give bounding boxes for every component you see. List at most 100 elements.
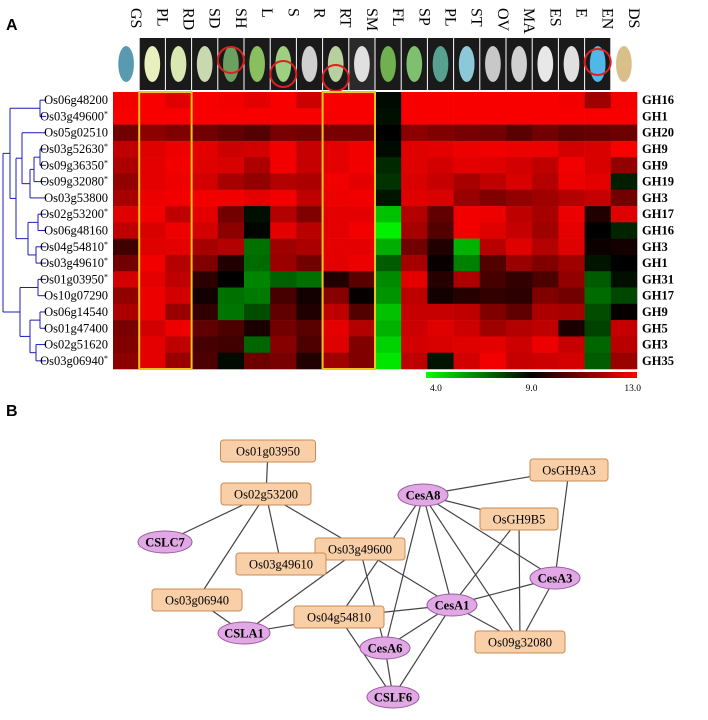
heatmap-cell — [270, 287, 297, 305]
protein-node: CSLC7 — [137, 530, 193, 554]
heatmap-cell — [348, 336, 376, 353]
heatmap-cell — [191, 189, 219, 207]
gene-node: Os04g54810 — [293, 605, 385, 629]
family-label: GH20 — [642, 126, 674, 140]
heatmap-cell — [322, 303, 350, 321]
heatmap-cell — [165, 320, 192, 337]
gene-node: Os02g53200 — [220, 482, 312, 506]
heatmap-cell — [610, 157, 638, 174]
heatmap-cell — [506, 336, 533, 353]
family-label: GH1 — [642, 256, 668, 270]
heatmap-cell — [532, 92, 559, 109]
heatmap-cell — [270, 303, 297, 321]
star-mark: * — [104, 354, 108, 363]
heatmap-cell — [610, 271, 638, 288]
star-mark: * — [104, 272, 108, 281]
heatmap-cell — [244, 352, 271, 370]
heatmap-cell — [401, 352, 428, 370]
network-edge — [422, 494, 521, 643]
gene-label: Os03g49600* — [40, 109, 108, 123]
heatmap-cell — [191, 336, 219, 353]
heatmap-cell — [532, 271, 559, 288]
family-label: GH9 — [642, 305, 668, 319]
heatmap-cell — [296, 189, 323, 207]
heatmap-cell — [532, 206, 559, 223]
red-circle-marker — [583, 48, 612, 76]
heatmap-cell — [453, 124, 481, 142]
gene-node-label: Os09g32080 — [488, 636, 552, 650]
heatmap-cell — [191, 320, 219, 337]
gene-label: Os10g07290 — [44, 289, 108, 303]
heatmap-cell — [270, 92, 297, 109]
heatmap-cell — [427, 271, 454, 288]
heatmap-cell — [113, 206, 140, 223]
heatmap-cell — [427, 287, 454, 305]
heatmap-cell — [558, 108, 585, 125]
network-edge — [554, 469, 570, 579]
heatmap-cell — [270, 238, 297, 256]
heatmap-cell — [479, 303, 507, 321]
gene-node-box — [151, 588, 243, 612]
heatmap-cell — [427, 336, 454, 353]
heatmap-cell — [375, 271, 402, 288]
family-label: GH5 — [642, 321, 668, 335]
protein-node-label: CSLF6 — [374, 691, 412, 705]
heatmap-cell — [139, 271, 166, 288]
tissue-shape — [223, 46, 239, 82]
gene-node-box — [529, 458, 609, 482]
heatmap-cell — [139, 92, 166, 109]
heatmap-cell — [401, 303, 428, 321]
heatmap-cell — [113, 238, 140, 256]
heatmap-cell — [139, 238, 166, 256]
network-edge — [265, 493, 282, 565]
panel-a-label: A — [6, 17, 18, 34]
column-label: SH — [232, 8, 249, 29]
highlight-box — [321, 91, 377, 370]
heatmap-cell — [139, 124, 166, 142]
color-scale-label: 9.0 — [526, 384, 538, 394]
column-label: E — [573, 8, 590, 18]
heatmap-cell — [375, 320, 402, 337]
heatmap-cell — [322, 287, 350, 305]
heatmap-cell — [584, 157, 612, 174]
heatmap-cell — [453, 320, 481, 337]
heatmap-cell — [217, 320, 245, 337]
heatmap-cell — [191, 352, 219, 370]
heatmap-cell — [558, 320, 585, 337]
heatmap-cell — [558, 303, 585, 321]
heatmap-cell — [113, 303, 140, 321]
heatmap-cell — [532, 157, 559, 174]
heatmap-cell — [584, 92, 612, 109]
heatmap-cell — [348, 189, 376, 207]
heatmap-cell — [139, 189, 166, 207]
gene-label: Os04g54810* — [40, 240, 108, 254]
heatmap-cell — [401, 157, 428, 174]
heatmap-cell — [191, 303, 219, 321]
heatmap-cell — [401, 173, 428, 191]
heatmap-cell — [532, 336, 559, 353]
heatmap-cell — [506, 173, 533, 191]
panel-b-label: B — [6, 403, 18, 420]
protein-node-ellipse — [137, 530, 193, 554]
heatmap-cell — [244, 92, 271, 109]
protein-node-ellipse — [217, 621, 271, 645]
heatmap-cell — [217, 108, 245, 125]
heatmap-cell — [270, 206, 297, 223]
heatmap-cell — [453, 140, 481, 158]
heatmap-cell — [453, 92, 481, 109]
column-label: FL — [389, 8, 406, 27]
heatmap-cell — [453, 271, 481, 288]
gene-node-label: Os02g53200 — [234, 488, 298, 502]
gene-node: Os01g03950 — [220, 439, 316, 463]
heatmap-cell — [322, 238, 350, 256]
heatmap-cell — [322, 140, 350, 158]
heatmap-cell — [217, 254, 245, 272]
heatmap-cell — [584, 206, 612, 223]
heatmap-cell — [479, 173, 507, 191]
heatmap-cell — [191, 271, 219, 288]
network-edge — [243, 548, 361, 634]
heatmap-cell — [270, 320, 297, 337]
gene-node: Os09g32080 — [474, 630, 566, 654]
gene-label: Os09g36350* — [40, 158, 108, 172]
heatmap-cell — [427, 303, 454, 321]
